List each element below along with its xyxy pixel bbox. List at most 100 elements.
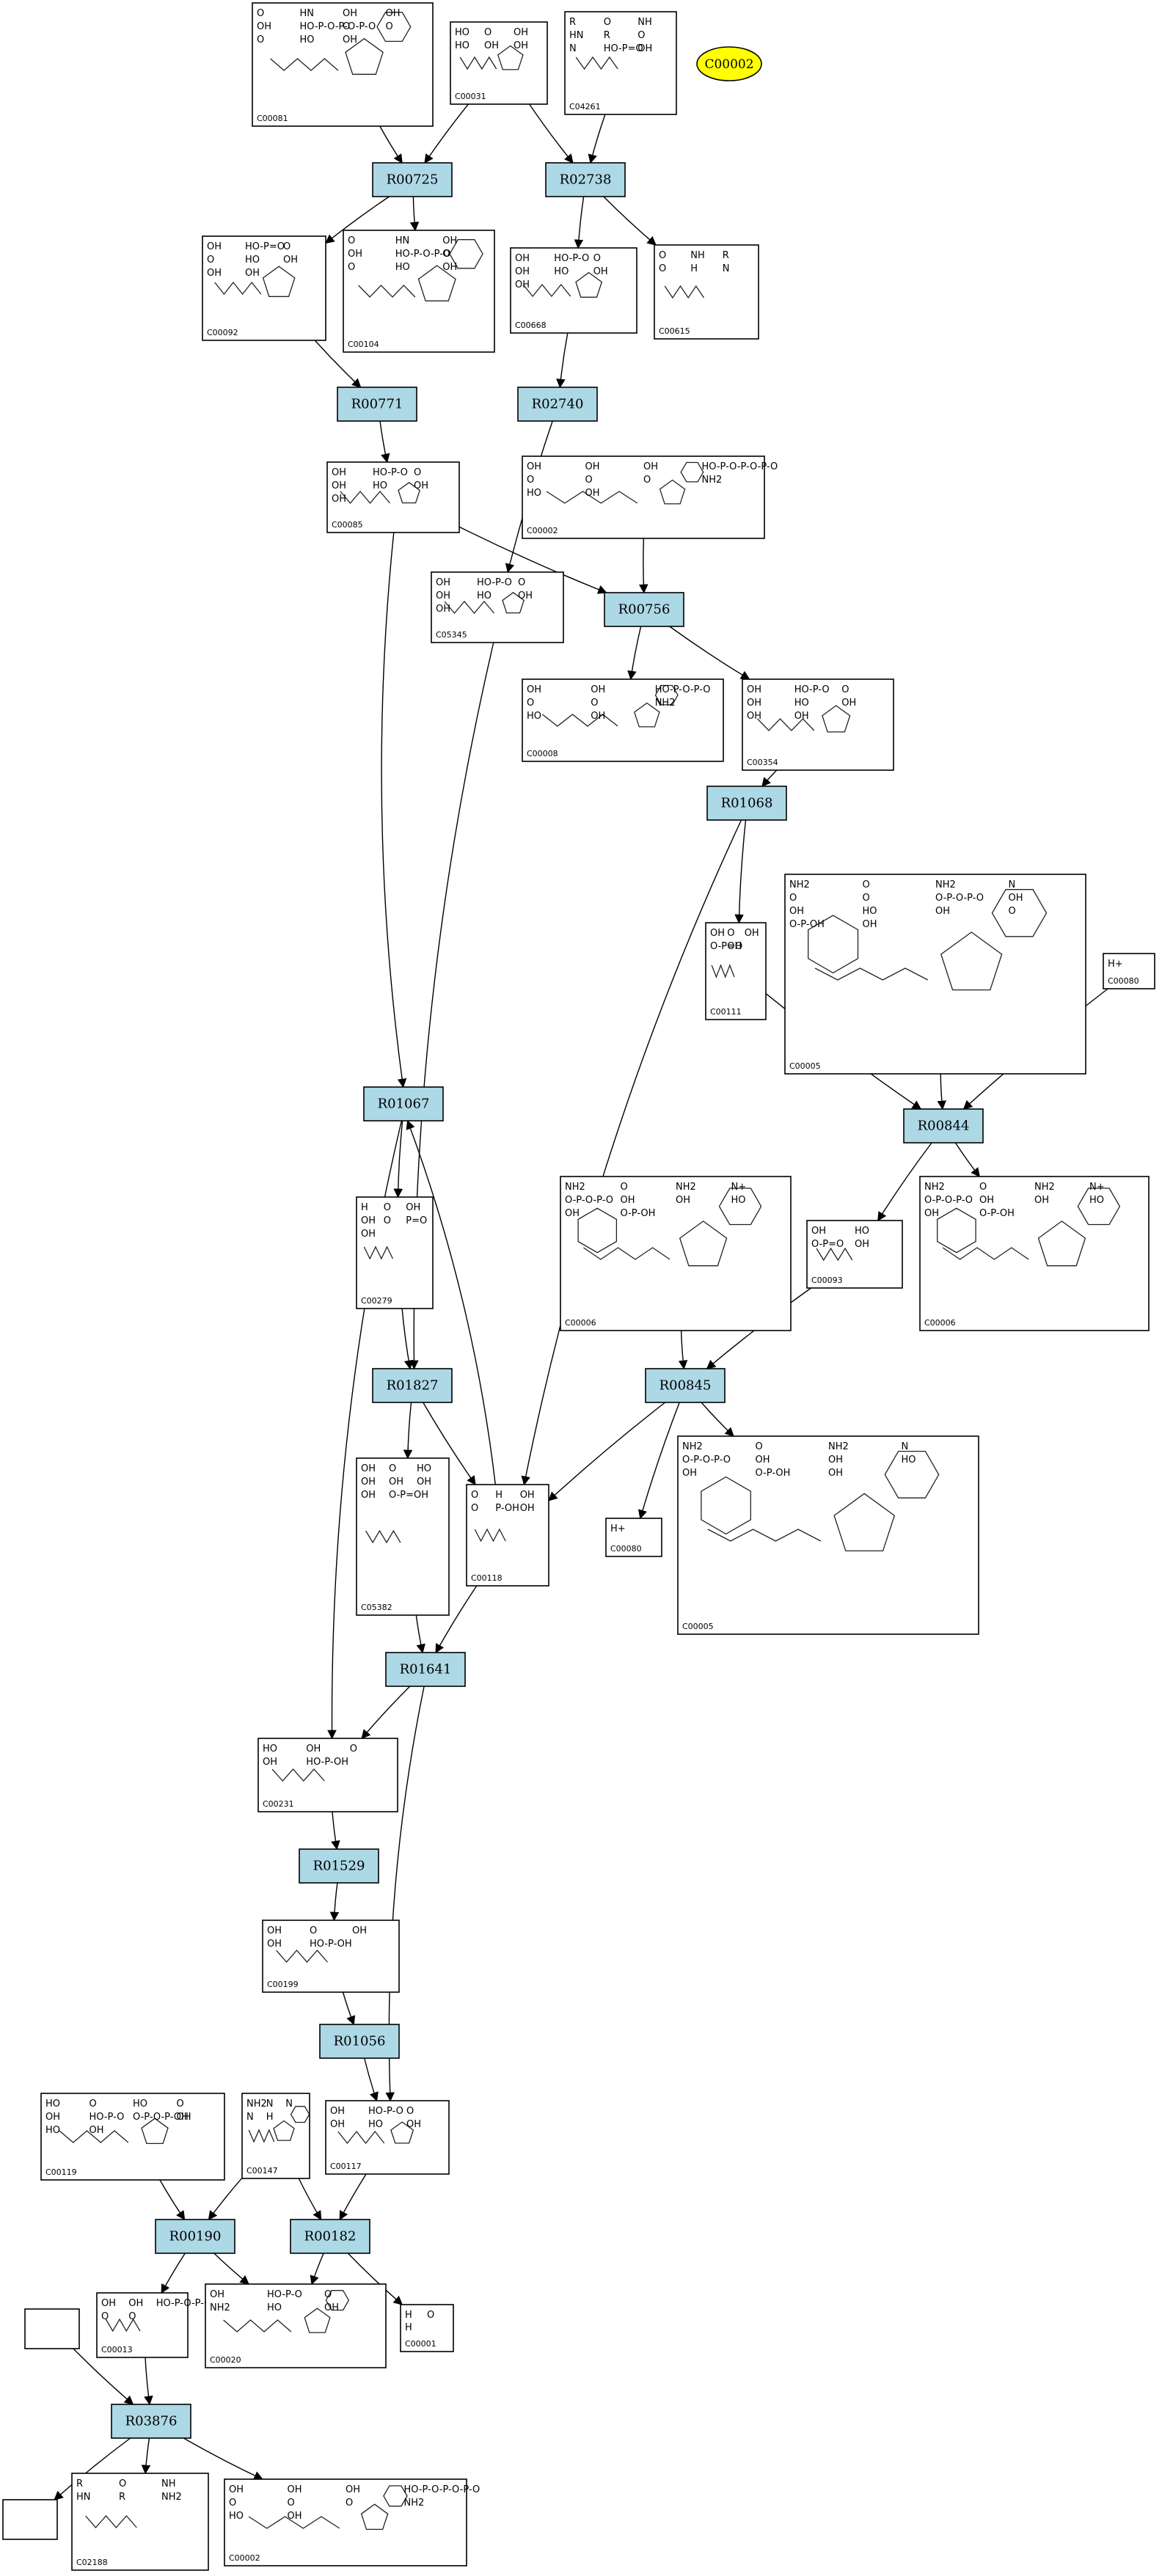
edge-arrow	[347, 2253, 403, 2305]
atom-label: H	[361, 1202, 368, 1213]
reaction-node-r00756[interactable]: R00756	[604, 592, 684, 627]
reaction-node-r00845[interactable]: R00845	[645, 1368, 726, 1403]
highlight-layer: C00002	[696, 46, 762, 81]
atom-label: OH	[229, 2484, 244, 2495]
compound-id-label: C04261	[569, 102, 601, 111]
ring-shape	[360, 2503, 389, 2531]
reaction-node-r00725[interactable]: R00725	[372, 162, 453, 197]
compound-id-label: C00080	[1108, 976, 1139, 986]
compound-id-label: C00085	[332, 520, 363, 530]
atom-label: OH	[794, 711, 809, 722]
atom-label: N	[569, 43, 577, 54]
atom-label: HN	[76, 2492, 91, 2503]
atom-label: NH2	[246, 2099, 267, 2110]
atom-label: NH2	[682, 1441, 703, 1452]
atom-label: OH	[436, 604, 450, 615]
reaction-node-r00771[interactable]: R00771	[337, 387, 417, 422]
edge-arrow	[54, 2437, 131, 2500]
compound-box	[40, 2093, 225, 2181]
atom-label: OH	[288, 2511, 302, 2522]
atom-label: HO	[133, 2099, 147, 2110]
atom-label: OH	[283, 255, 298, 266]
reaction-node-r03876[interactable]: R03876	[111, 2404, 191, 2439]
compound-node-blank[interactable]	[24, 2308, 80, 2349]
reaction-node-r02738[interactable]: R02738	[545, 162, 626, 197]
atom-label: OH	[710, 928, 725, 939]
nicotinamide-ring-shape	[937, 1207, 976, 1254]
reaction-node-r02740[interactable]: R02740	[517, 387, 598, 422]
reaction-node-r01641[interactable]: R01641	[385, 1652, 466, 1687]
compound-id-label: C00615	[659, 326, 690, 336]
atom-label: OH	[789, 906, 804, 917]
reaction-node-r01067[interactable]: R01067	[363, 1086, 444, 1121]
edge-arrow	[141, 2437, 151, 2475]
ring-shape	[497, 45, 524, 70]
backbone-shape	[711, 964, 735, 978]
atom-label: O	[384, 1202, 391, 1213]
highlight-compound-ellipse[interactable]	[696, 46, 762, 81]
reaction-box	[706, 786, 787, 821]
compound-box	[2, 2499, 58, 2540]
compound-id-label: C00020	[210, 2355, 241, 2365]
edge-arrow	[937, 1073, 946, 1110]
reaction-label: R01641	[400, 1662, 452, 1677]
edge-arrow	[159, 2179, 186, 2221]
compound-box	[677, 1435, 979, 1635]
atom-label: O	[789, 893, 797, 904]
atom-label: OH	[585, 488, 600, 499]
reaction-node-r01827[interactable]: R01827	[372, 1368, 453, 1403]
atom-label: O	[484, 27, 492, 38]
atom-label: NH2	[161, 2492, 182, 2503]
compound-node-c00080[interactable]: H+C00080	[1103, 953, 1155, 989]
reaction-label: R01056	[334, 2034, 386, 2049]
reaction-node-r01068[interactable]: R01068	[706, 786, 787, 821]
atom-label: N	[1009, 879, 1016, 890]
reaction-node-r00182[interactable]: R00182	[290, 2219, 370, 2254]
atom-label: HO	[229, 2511, 244, 2522]
backbone-shape	[459, 56, 497, 70]
edge-arrow	[678, 1330, 688, 1370]
reaction-node-r01056[interactable]: R01056	[319, 2024, 400, 2059]
reaction-node-r00844[interactable]: R00844	[903, 1108, 984, 1144]
edge-arrow	[401, 1308, 414, 1370]
atom-label: OH	[361, 1215, 376, 1226]
atom-label: OH	[676, 1195, 690, 1206]
compound-node-c00080[interactable]: H+C00080	[605, 1518, 662, 1557]
atom-label: OH	[745, 928, 759, 939]
reaction-node-r00190[interactable]: R00190	[155, 2219, 235, 2254]
compound-node-blank[interactable]	[2, 2499, 58, 2540]
atom-label: O	[621, 1182, 628, 1193]
reaction-node-r01529[interactable]: R01529	[299, 1848, 379, 1884]
